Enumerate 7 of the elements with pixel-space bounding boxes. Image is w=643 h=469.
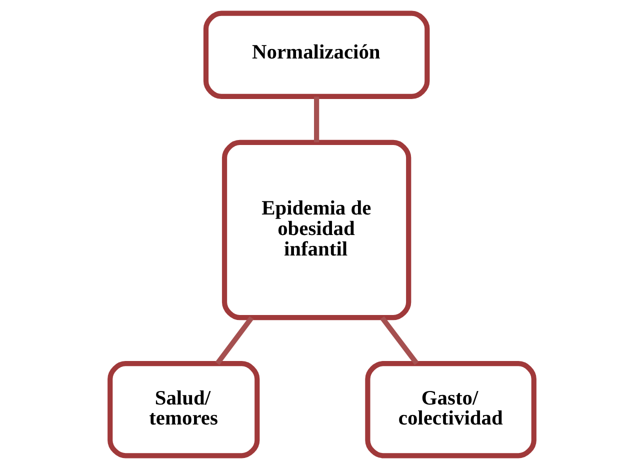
connector	[314, 96, 319, 142]
node-box: Salud/ temores	[107, 361, 260, 458]
connector	[214, 316, 254, 365]
node-box: Epidemia de obesidad infantil	[221, 140, 411, 320]
node-box: Gasto/ colectividad	[364, 361, 536, 458]
node-box: Normalización	[202, 10, 430, 99]
connector	[380, 316, 418, 365]
